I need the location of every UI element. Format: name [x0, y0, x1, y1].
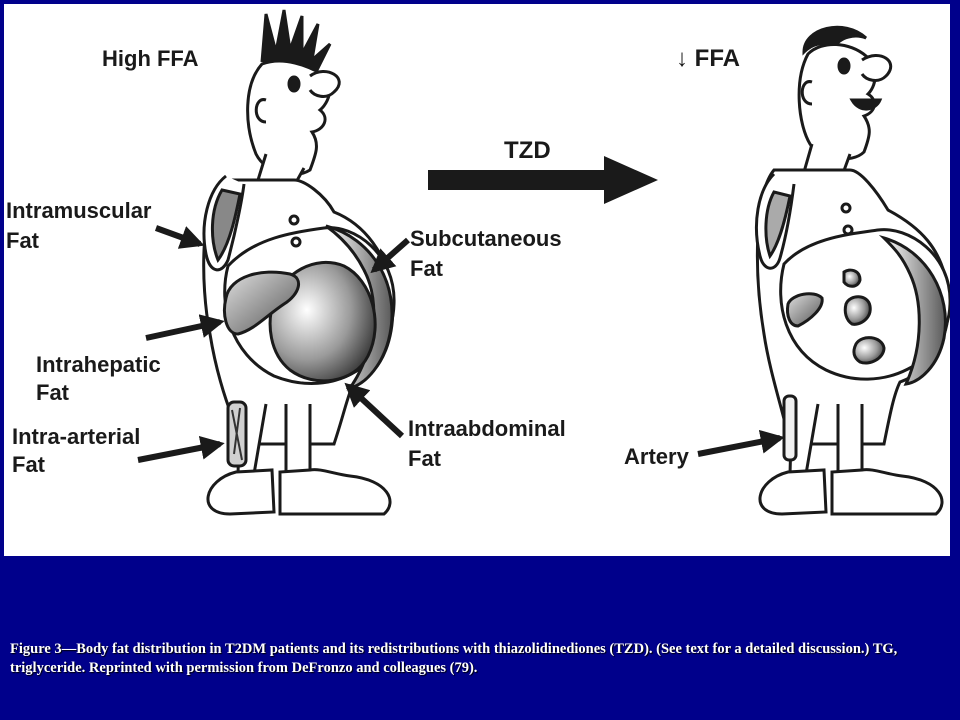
label-intraarterial: Intra-arterial: [12, 424, 140, 449]
right-person: [754, 25, 952, 516]
label-intramuscular-fat: Fat: [6, 228, 40, 253]
label-intraarterial-fat: Fat: [12, 452, 46, 477]
right-heading: ↓ FFA: [676, 45, 740, 72]
caption-body: —Body fat distribution in T2DM patients …: [10, 641, 898, 676]
label-artery: Artery: [624, 444, 690, 469]
arrow-subcutaneous: [370, 237, 410, 274]
right-labels: ↓ FFA Artery: [624, 45, 740, 469]
label-intraabdominal: Intraabdominal: [408, 416, 566, 441]
figure-panel: High FFA Intramuscular Fat Intrahepatic …: [4, 4, 952, 556]
label-subcutaneous: Subcutaneous: [410, 226, 562, 251]
tzd-label: TZD: [504, 137, 551, 164]
tzd-arrow: TZD: [428, 137, 658, 204]
caption-lead: Figure 3: [10, 641, 62, 657]
arrow-artery: [697, 429, 785, 457]
label-intrahepatic: Intrahepatic: [36, 352, 161, 377]
left-labels: High FFA Intramuscular Fat Intrahepatic …: [6, 46, 566, 477]
label-intrahepatic-fat: Fat: [36, 380, 70, 405]
arrow-intrahepatic: [145, 314, 225, 341]
left-heading: High FFA: [102, 46, 199, 71]
label-intraabdominal-fat: Fat: [408, 446, 442, 471]
fat-distribution-diagram: High FFA Intramuscular Fat Intrahepatic …: [6, 9, 952, 516]
arrow-intraarterial: [137, 435, 225, 463]
arrow-intraabdominal: [344, 382, 405, 439]
label-intramuscular: Intramuscular: [6, 198, 152, 223]
left-pointer-arrows: [137, 225, 410, 463]
arrow-intramuscular: [154, 225, 205, 249]
label-subcutaneous-fat: Fat: [410, 256, 444, 281]
right-arrow-icon: [428, 156, 658, 204]
left-person: [202, 9, 396, 516]
figure-caption: Figure 3—Body fat distribution in T2DM p…: [10, 640, 940, 678]
